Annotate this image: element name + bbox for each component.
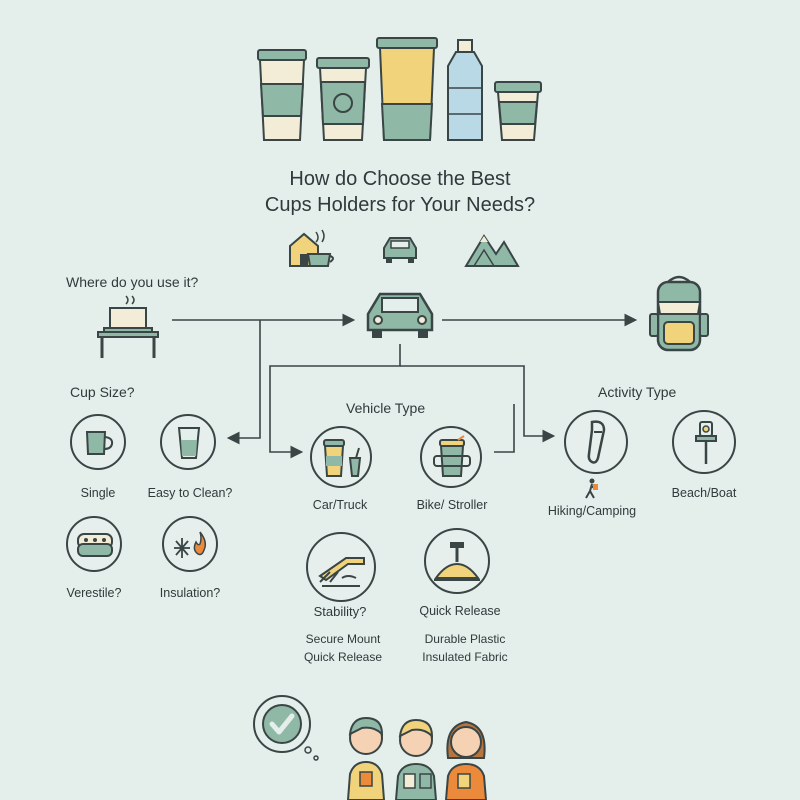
glass-icon: [177, 427, 201, 459]
clamp-icon: [318, 557, 365, 587]
stability-note-1: Secure Mount: [305, 632, 381, 646]
bike-stroller-option[interactable]: [420, 426, 482, 488]
where-label: Where do you use it?: [66, 274, 199, 290]
quick-release-label: Quick Release: [419, 604, 501, 618]
release-note-2: Insulated Fabric: [422, 650, 508, 664]
page-title-line1: How do Choose the Best: [289, 168, 511, 190]
sponge-icon: [77, 533, 113, 557]
page-title-line2: Cups Holders for Your Needs?: [264, 194, 536, 216]
insulation-option[interactable]: [162, 516, 218, 572]
hiker-icon: [585, 478, 598, 499]
beach-boat-option[interactable]: [672, 410, 736, 474]
tumbler-icon: [323, 439, 362, 477]
easy-clean-label: Easy to Clean?: [147, 486, 233, 500]
release-icon: [434, 542, 480, 581]
stability-option[interactable]: [306, 532, 376, 602]
beach-boat-label: Beach/Boat: [671, 486, 737, 500]
insulation-label: Insulation?: [159, 586, 221, 600]
laptop-desk-icon: [97, 295, 159, 358]
activity-type-label: Activity Type: [598, 384, 677, 400]
hiking-camping-option[interactable]: [564, 410, 628, 474]
car-truck-label: Car/Truck: [312, 498, 368, 512]
verestile-option[interactable]: [66, 516, 122, 572]
stability-label: Stability?: [313, 604, 367, 619]
car-icon: [383, 237, 417, 263]
stability-note-2: Quick Release: [303, 650, 383, 664]
carabiner-icon: [587, 420, 606, 464]
house-coffee-icon: [289, 229, 334, 267]
release-note-1: Durable Plastic: [424, 632, 506, 646]
bike-cup-icon: [433, 435, 471, 477]
hiking-camping-label: Hiking/Camping: [547, 504, 637, 518]
central-car-icon: [366, 292, 434, 338]
verestile-label: Verestile?: [66, 586, 122, 600]
single-label: Single: [80, 486, 116, 500]
mountain-icon: [464, 234, 520, 267]
cup-size-label: Cup Size?: [70, 384, 135, 400]
beach-icon: [695, 421, 717, 464]
snowflake-flame-icon: [174, 531, 207, 558]
quick-release-option[interactable]: [424, 528, 490, 594]
car-truck-option[interactable]: [310, 426, 372, 488]
backpack-icon: [649, 275, 709, 352]
mug-icon: [85, 431, 114, 455]
vehicle-type-label: Vehicle Type: [346, 400, 426, 416]
checkmark-bubble-icon: [253, 695, 319, 761]
people-icon: [346, 716, 488, 800]
bike-stroller-label: Bike/ Stroller: [416, 498, 488, 512]
easy-clean-option[interactable]: [160, 414, 216, 470]
coffee-cups-icon: [257, 37, 542, 141]
single-option[interactable]: [70, 414, 126, 470]
